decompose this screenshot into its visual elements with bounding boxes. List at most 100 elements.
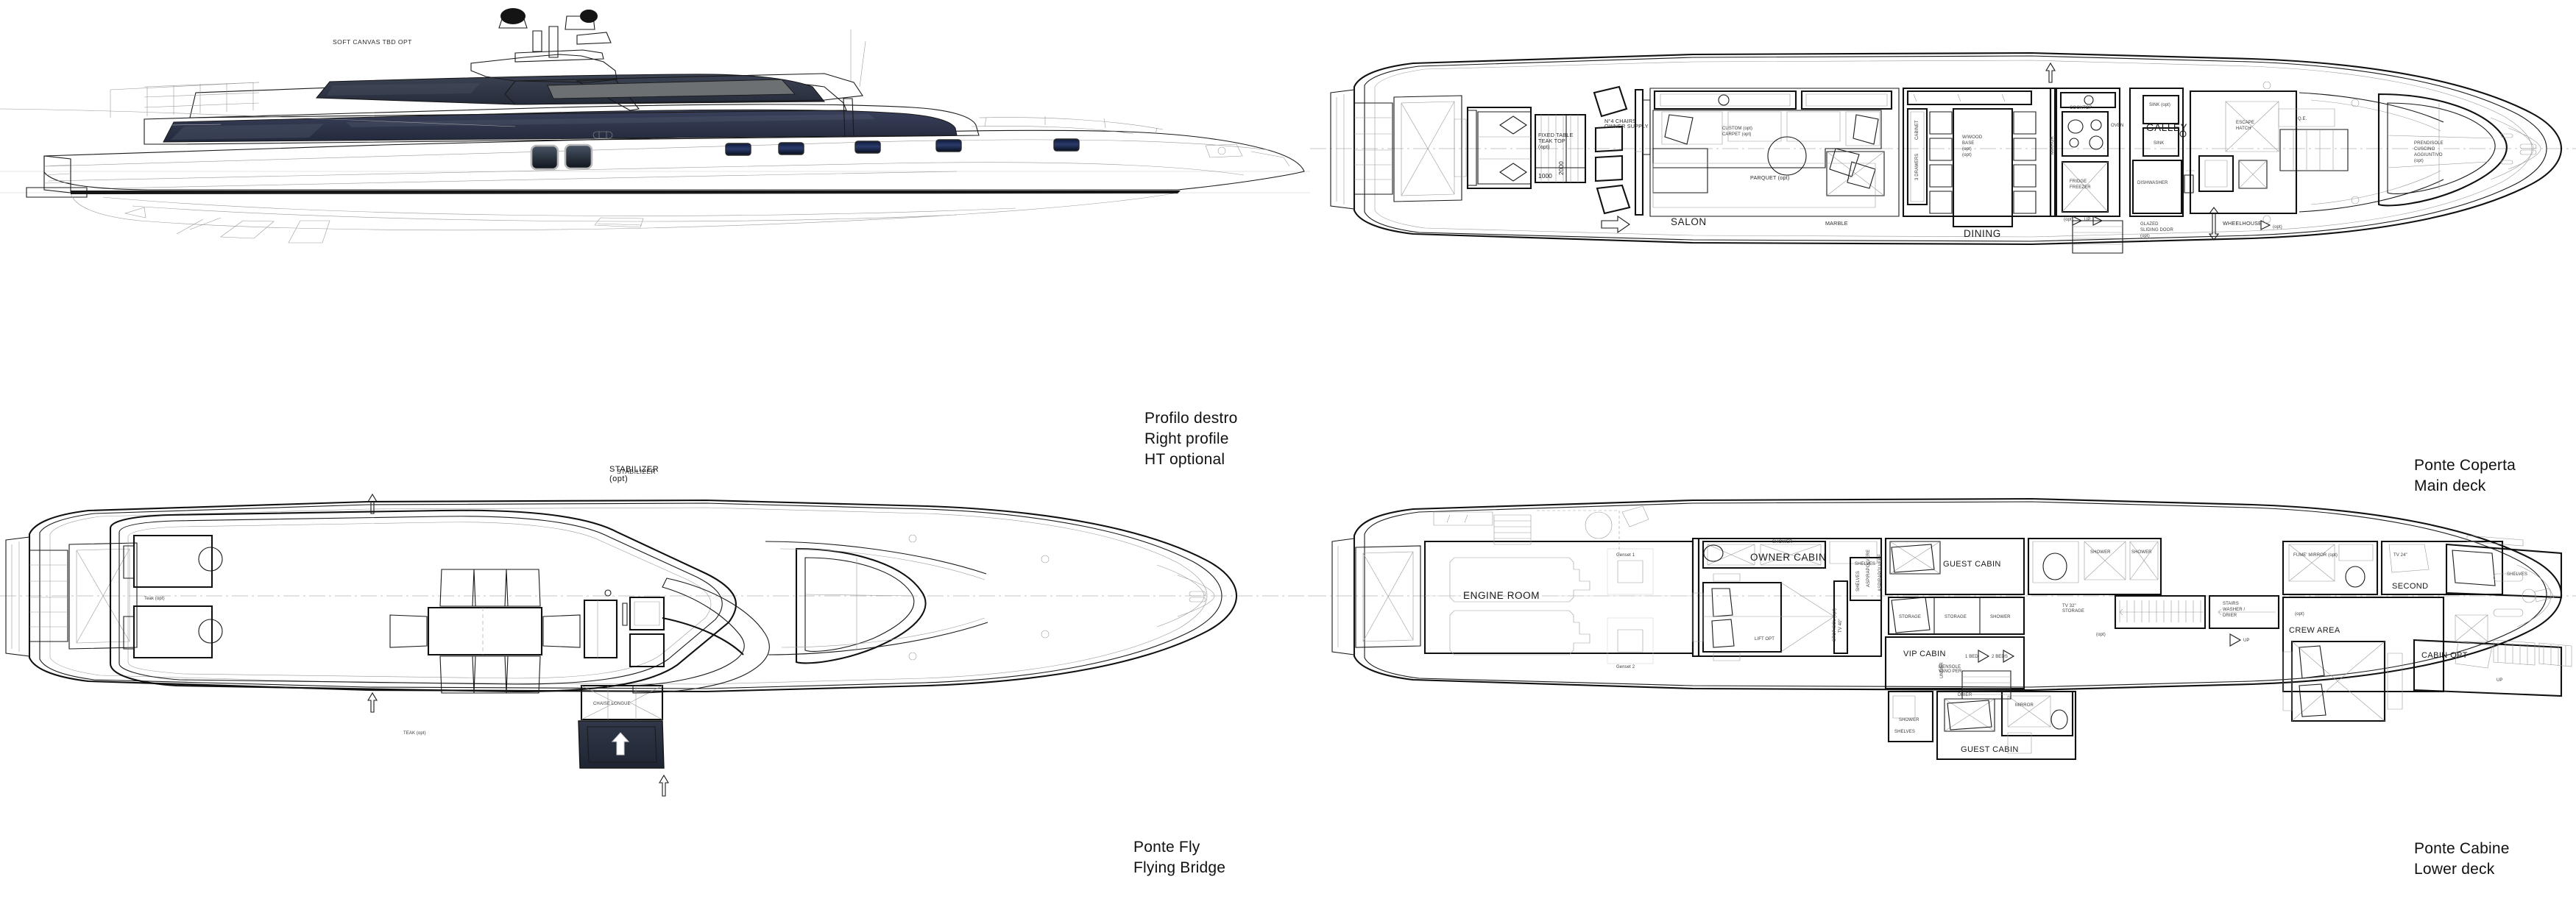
- note-shower-vip: FUME' MIRROR (opt): [2293, 553, 2338, 558]
- note-washer-1: TV 24": [2393, 553, 2407, 558]
- note-mirror-guest: ASPIRAPOLVERE: [1878, 554, 1883, 591]
- note-dishwasher: DISHWASHER: [2137, 181, 2168, 185]
- note-teak-fly2: Teak (opt): [144, 597, 165, 601]
- note-parquet: MARBLE: [1825, 220, 1848, 227]
- flying-bridge-drawing: Teak (opt) TEAK (opt) TEAK (opt) C: [0, 493, 1310, 797]
- note-shower-mid2: SHOWER: [2131, 550, 2152, 555]
- caption-lower-deck: Ponte Cabine Lower deck: [2414, 839, 2510, 880]
- note-shower-foyer: SHOWER: [1899, 718, 1919, 722]
- note-vano-2: VANO PER: [1939, 669, 1962, 674]
- note-tv24-a: TV 32": [2062, 604, 2076, 608]
- note-storage-1: STORAGE: [1899, 615, 1921, 619]
- note-minotti-1: CUSTOM (opt): [1722, 127, 1752, 131]
- note-sus-2: WASHER /: [2223, 608, 2245, 612]
- note-fridge-1: FRIDGE: [2070, 180, 2087, 184]
- annotation-stabilizer-line2: (opt): [609, 475, 629, 484]
- caption-ponte-coperta: Ponte Coperta: [2414, 457, 2516, 474]
- note-tv24-a2: STORAGE: [2062, 609, 2084, 614]
- caption-ponte-cabine: Ponte Cabine: [2414, 840, 2510, 857]
- note-tv32: (opt): [2295, 612, 2304, 616]
- annotation-stabilizer-block: STABILIZER (opt): [609, 465, 659, 484]
- note-fridge-2: FREEZER: [2070, 185, 2091, 190]
- right-profile-drawing: SOFT CANVAS TBD OPT STABILIZER: [0, 8, 1310, 475]
- dining-chairs: [1929, 111, 2037, 214]
- note-stopsol: STOP/SOL (opt): [1833, 608, 1837, 642]
- note-cooktop: COOKTOP: [2070, 106, 2092, 110]
- caption-main-deck-en: Main deck: [2414, 477, 2486, 494]
- view-main-deck: N°4 CHAIRS OWNER SUPPLY FIXED TABLE TEAK…: [1310, 0, 2576, 494]
- note-sus-3: DRIER: [2223, 614, 2237, 618]
- annotation-soft-canvas: SOFT CANVAS TBD OPT: [333, 38, 412, 46]
- note-fume-mirror: (opt): [2096, 633, 2106, 637]
- note-glazed-2: SLIDING DOOR: [2140, 228, 2173, 232]
- annotation-stabilizer: STABILIZER: [617, 468, 656, 475]
- note-lift-opt: LIFT OPT: [1755, 637, 1774, 642]
- note-shelves-1: SHELVES: [1855, 562, 1875, 566]
- note-prendisole-2: CUSCINO: [2414, 147, 2435, 152]
- note-shower-owner: SHOWER: [1772, 540, 1793, 544]
- note-prendisole-3: AGGIUNTIVO: [2414, 153, 2443, 157]
- note-marble-3: (opt): [1962, 147, 1972, 152]
- note-mirror-md: MIRROR: [2050, 136, 2055, 154]
- view-right-profile: SOFT CANVAS TBD OPT STABILIZER STABILIZE…: [0, 0, 1310, 483]
- note-oven: OVEN: [2111, 124, 2123, 128]
- caption-ponte-fly: Ponte Fly: [1133, 839, 1200, 856]
- note-marble-2: BASE: [1962, 141, 1974, 146]
- room-owner-cabin: OWNER CABIN: [1750, 552, 1826, 563]
- note-mensole: SHELVES: [1894, 730, 1915, 734]
- note-prendisole-4: (opt): [2414, 159, 2424, 163]
- room-engine-room: ENGINE ROOM: [1463, 590, 1540, 601]
- dim-2000: 2000: [1557, 161, 1565, 175]
- profile-annotations: SOFT CANVAS TBD OPT STABILIZER: [333, 38, 656, 475]
- note-table-2: TEAK TOP: [1538, 138, 1565, 144]
- caption-profilo-destro: Profilo destro: [1144, 410, 1238, 427]
- room-crew-area: SECOND: [2392, 582, 2428, 591]
- note-prendisole-1: PRENDISOLE: [2414, 141, 2444, 146]
- room-wheelhouse: WHEELHOUSE: [2223, 220, 2262, 227]
- note-genset-1: Genset 1: [1616, 553, 1635, 558]
- note-up-2: UP: [2084, 218, 2091, 222]
- note-1bed: SHELVES: [2507, 572, 2527, 577]
- caption-flying-bridge: Ponte Fly Flying Bridge: [1133, 837, 1225, 878]
- note-qe: Q.E.: [2298, 117, 2307, 121]
- note-marble-4: (opt): [1962, 153, 1972, 157]
- main-deck-drawing: N°4 CHAIRS OWNER SUPPLY FIXED TABLE TEAK…: [1310, 51, 2576, 254]
- note-glazed-3: (opt): [2140, 234, 2150, 238]
- note-minotti-2: CARPET (opt): [1722, 132, 1751, 137]
- view-flying-bridge: Teak (opt) TEAK (opt) TEAK (opt) C: [0, 471, 1310, 924]
- note-sink: SINK: [2154, 141, 2164, 146]
- note-vano-1: MENSOLE: [1939, 665, 1961, 669]
- caption-ht-optional: HT optional: [1144, 450, 1225, 468]
- note-glazed-1: GLAZED: [2140, 222, 2159, 227]
- note-carpet: PARQUET (opt): [1750, 174, 1789, 181]
- note-tv24-b: UNDER: [1940, 662, 1945, 678]
- note-teak-opt: TEAK (opt): [403, 731, 426, 736]
- note-marble-1: W/WOOD: [1962, 135, 1983, 140]
- flybridge-cleats: [908, 534, 1206, 661]
- note-shelves-guest: DRIER: [1958, 693, 1972, 697]
- note-up-1: (opt): [2064, 218, 2073, 222]
- deck-cleats: [2262, 81, 2537, 224]
- note-genset-2: Genset 2: [1616, 665, 1635, 669]
- caption-main-deck: Ponte Coperta Main deck: [2414, 455, 2516, 497]
- note-shelves-3: SHELVES: [1856, 571, 1861, 591]
- room-guest-cabin-2: GUEST CABIN: [1961, 745, 2019, 754]
- note-drawers: 3 DRAWERS: [1915, 154, 1919, 180]
- note-chairs-2: OWNER SUPPLY: [1604, 123, 1649, 129]
- note-mirror-ld: ASPIRAPOLVERE: [1866, 550, 1871, 587]
- note-2beds: UP: [2497, 678, 2503, 683]
- annotation-stabilizer-line1: STABILIZER: [609, 465, 659, 474]
- room-guest-cabin-1: GUEST CABIN: [1943, 560, 2001, 569]
- note-escape-1: ESCAPE: [2236, 121, 2254, 125]
- room-dining: DINING: [1964, 228, 2001, 239]
- room-galley: GALLEY: [2146, 122, 2187, 133]
- note-table-3: (opt): [1538, 143, 1550, 150]
- note-up-vip: UP: [2243, 639, 2250, 643]
- note-cabinet-1: CABINET: [1915, 120, 1919, 140]
- flybridge-dining: [389, 569, 581, 694]
- note-escape-2: HATCH: [2236, 127, 2251, 131]
- note-sus-1: STAIRS: [2223, 602, 2239, 606]
- dim-1000: 1000: [1538, 172, 1552, 180]
- caption-lower-deck-en: Lower deck: [2414, 860, 2495, 878]
- note-shower-mid1: SHOWER: [2090, 550, 2111, 555]
